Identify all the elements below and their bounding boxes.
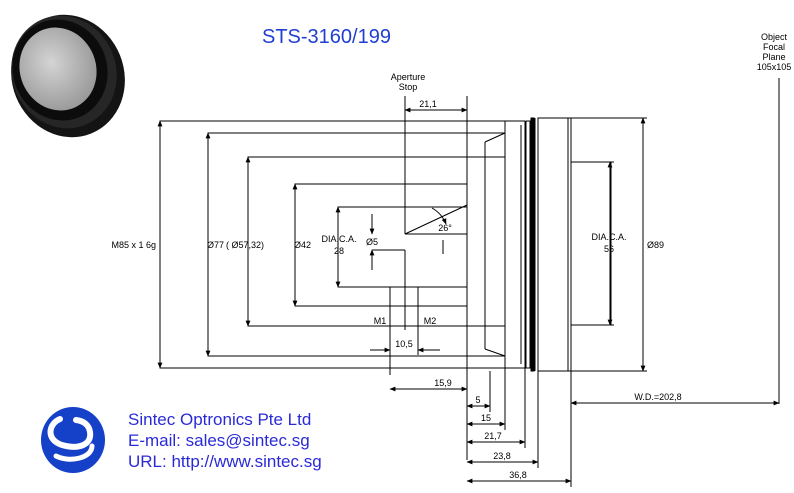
m1-label: M1 <box>374 316 387 326</box>
object-label-3: Plane <box>762 52 785 62</box>
d5-label: Ø5 <box>366 237 378 247</box>
horizontal-dimensions <box>370 107 780 487</box>
dim-15: 15 <box>481 413 491 423</box>
aperture-stop-label-1: Aperture <box>391 72 426 82</box>
vertical-dimensions <box>157 117 647 372</box>
working-distance-label: W.D.=202,8 <box>634 392 681 402</box>
drawing-labels: Aperture Stop Object Focal Plane 105x105… <box>111 32 791 480</box>
object-label-4: 105x105 <box>757 62 792 72</box>
d89-label: Ø89 <box>647 240 664 250</box>
angle-label: 26° <box>438 223 452 233</box>
construction-lines <box>372 96 468 460</box>
lens-photo <box>11 14 125 138</box>
dim-21-1: 21,1 <box>419 99 437 109</box>
model-title: STS-3160/199 <box>262 26 391 48</box>
thread-label: M85 x 1 6g <box>111 240 156 250</box>
grooved-ring <box>531 118 534 371</box>
dia-ca-56-label-2: 56 <box>604 244 614 254</box>
dia-ca-56-label-1: DIA.C.A. <box>591 232 626 242</box>
dia-ca-28-label-2: 28 <box>334 246 344 256</box>
angle-arc <box>431 207 447 225</box>
company-url: URL: http://www.sintec.sg <box>128 452 322 471</box>
dim-15-9: 15,9 <box>434 378 452 388</box>
d5732-label: ( Ø57,32) <box>226 240 264 250</box>
dim-23-8: 23,8 <box>493 451 511 461</box>
aperture-stop-label-2: Stop <box>399 82 418 92</box>
dim-36-8: 36,8 <box>509 470 527 480</box>
company-name: Sintec Optronics Pte Ltd <box>128 410 312 429</box>
d42-label: Ø42 <box>294 240 311 250</box>
d77-label: Ø77 <box>207 240 224 250</box>
dia-ca-28-label-1: DIA.C.A. <box>321 234 356 244</box>
company-email: E-mail: sales@sintec.sg <box>128 431 310 450</box>
company-logo <box>41 407 105 473</box>
object-label-1: Object <box>761 32 788 42</box>
m2-label: M2 <box>424 316 437 326</box>
aperture-block <box>337 206 468 288</box>
dim-5: 5 <box>475 395 480 405</box>
housing-42 <box>294 183 468 307</box>
object-label-2: Focal <box>763 42 785 52</box>
dim-10-5: 10,5 <box>395 339 413 349</box>
dim-21-7: 21,7 <box>484 431 502 441</box>
